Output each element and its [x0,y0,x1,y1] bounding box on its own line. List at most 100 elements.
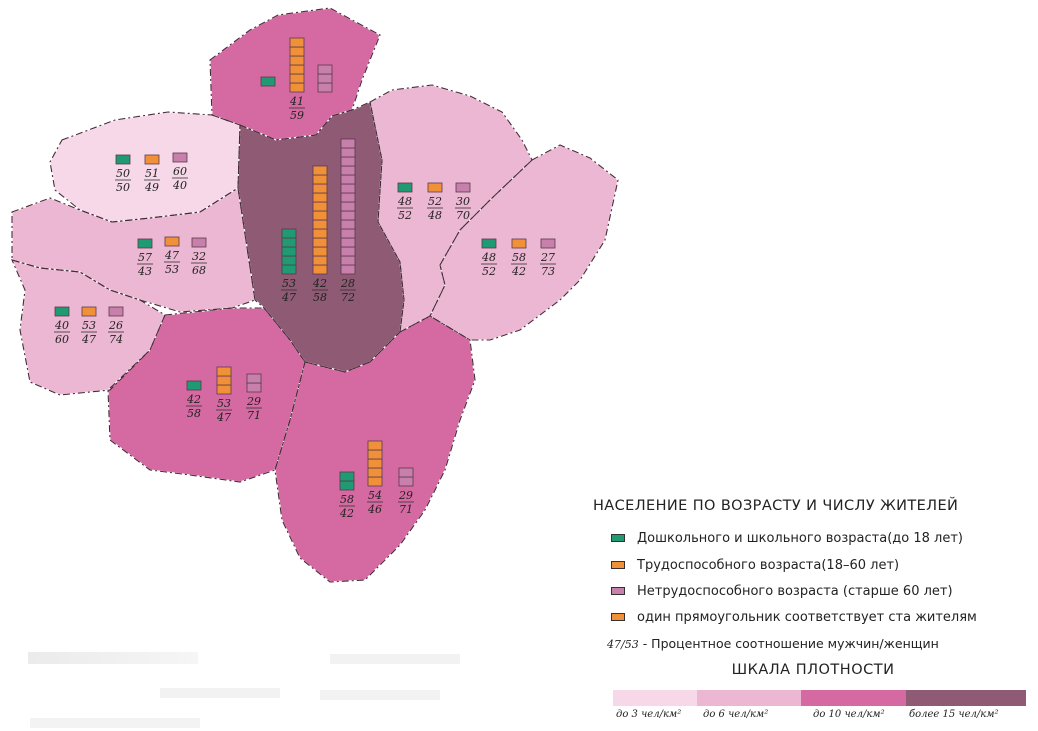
legend-item-label: Трудоспособного возраста(18–60 лет) [637,557,900,573]
old-unit-bar [317,73,333,84]
old-unit-bar [172,152,188,163]
legend-item-unit: один прямоугольник соответствует ста жит… [611,608,977,626]
child-unit-bar [281,246,297,257]
work-unit-bar [312,228,328,239]
old-unit-bar [340,165,356,176]
old-unit-bar [317,82,333,93]
old-unit-bar [340,255,356,266]
ratio-women: 47 [216,411,231,424]
child-unit-bar [339,480,355,491]
faded-artifact [30,718,200,728]
old-unit-bar [340,228,356,239]
work-unit-bar [312,201,328,212]
ratio-women: 58 [313,291,327,304]
faded-artifact [320,690,440,700]
legend-item-label: Нетрудоспособного возраста (старше 60 ле… [637,583,953,599]
work-unit-bar [144,154,160,165]
old-unit-bar [317,64,333,75]
work-unit-bar [289,55,305,66]
ratio-men: 28 [340,277,355,290]
ratio-women: 59 [290,109,304,122]
child-unit-bar [186,380,202,391]
child-unit-bar [281,237,297,248]
ratio-women: 73 [541,265,555,278]
legend-item-label: один прямоугольник соответствует ста жит… [637,609,977,625]
child-swatch [611,534,625,542]
faded-artifact [28,652,198,664]
work-unit-bar [367,440,383,451]
work-unit-bar [81,306,97,317]
working-swatch [611,561,625,569]
ratio-men: 40 [54,319,69,332]
density-class-4 [906,690,1026,706]
density-label-2: до 6 чел/км² [703,709,769,720]
region-border [429,144,619,341]
ratio-note-text: - Процентное соотношение мужчин/женщин [642,636,939,651]
region-border [49,111,241,223]
child-unit-bar [137,238,153,249]
work-unit-bar [367,458,383,469]
work-unit-bar [312,255,328,266]
work-unit-bar [312,165,328,176]
legend-item-elderly: Нетрудоспособного возраста (старше 60 ле… [611,582,953,600]
borders-layer [11,7,619,583]
ratio-women: 58 [187,407,201,420]
ratio-men: 48 [481,251,496,264]
child-unit-bar [281,255,297,266]
work-unit-bar [312,210,328,221]
ratio-women: 52 [482,265,496,278]
work-unit-bar [216,375,232,386]
ratio-women: 50 [116,181,130,194]
work-unit-bar [367,467,383,478]
ratio-women: 68 [192,264,206,277]
ratio-men: 53 [217,397,231,410]
ratio-women: 71 [247,409,261,422]
old-unit-bar [455,182,471,193]
faded-artifact [160,688,280,698]
old-unit-bar [340,246,356,257]
ratio-women: 60 [55,333,69,346]
ratio-women: 74 [109,333,123,346]
density-class-3 [801,690,906,706]
legend-item-label: Дошкольного и школьного возраста(до 18 л… [637,530,963,546]
old-unit-bar [398,467,414,478]
ratio-men: 58 [340,493,354,506]
child-unit-bar [397,182,413,193]
ratio-men: 41 [289,95,304,108]
work-unit-bar [312,246,328,257]
ratio-men: 60 [173,165,187,178]
ratio-men: 32 [192,250,206,263]
ratio-example: 47/53 [607,638,639,651]
region-border [11,259,166,396]
ratio-women: 43 [137,265,152,278]
ratio-women: 72 [341,291,355,304]
density-class-2 [697,690,801,706]
ratio-women: 47 [281,291,296,304]
work-unit-bar [312,264,328,275]
ratio-men: 51 [145,167,159,180]
work-unit-bar [367,449,383,460]
work-unit-bar [511,238,527,249]
work-unit-bar [289,73,305,84]
density-scale-title: ШКАЛА ПЛОТНОСТИ [731,662,895,678]
density-scale-bar [613,690,1026,706]
symbols-layer: 4159505051496040534742582872485252483070… [54,37,556,520]
ratio-women: 70 [456,209,470,222]
old-unit-bar [398,476,414,487]
legend-item-child: Дошкольного и школьного возраста(до 18 л… [611,529,963,547]
child-unit-bar [481,238,497,249]
work-unit-bar [289,37,305,48]
old-unit-bar [340,192,356,203]
child-unit-bar [339,471,355,482]
ratio-note: 47/53 - Процентное соотношение мужчин/же… [607,636,939,651]
density-label-1: до 3 чел/км² [616,709,682,720]
old-unit-bar [246,382,262,393]
ratio-women: 48 [427,209,442,222]
ratio-men: 57 [138,251,152,264]
